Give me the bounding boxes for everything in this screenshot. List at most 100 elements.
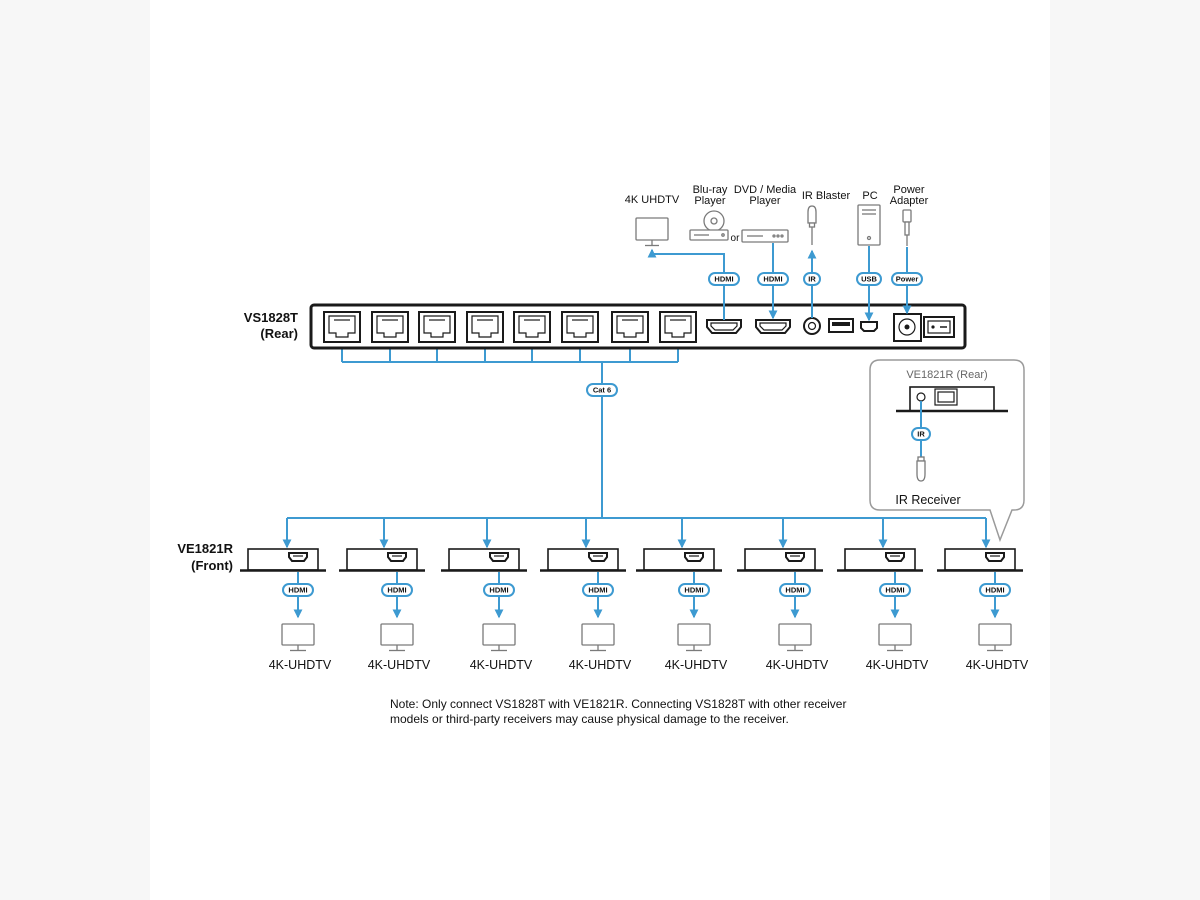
bluray-player-icon <box>689 210 729 241</box>
receiver-6: HDMI 4K-UHDTV <box>737 518 829 672</box>
receiver-2-hdmi-badge: HDMI <box>381 583 413 597</box>
source-devices: 4K UHDTV Blu-ray Player or DVD / Media P… <box>625 184 929 247</box>
ir-badge-label: IR <box>808 275 816 284</box>
note-line-2: models or third-party receivers may caus… <box>390 712 789 726</box>
source-dvd-media-player: DVD / Media Player <box>734 184 797 243</box>
receiver-4-device <box>540 548 626 572</box>
receiver-2: HDMI 4K-UHDTV <box>339 518 431 672</box>
receiver-1: HDMI 4K-UHDTV <box>240 518 332 672</box>
hdmi-out-to-tv-cable <box>647 248 725 273</box>
power-badge: Power <box>891 272 923 286</box>
receiver-5-hdmi-badge: HDMI <box>678 583 710 597</box>
cat6-badge: Cat 6 <box>586 383 618 397</box>
receiver-side-label: (Front) <box>191 558 233 573</box>
ir-receiver-icon <box>916 456 926 482</box>
dvd-label-line2: Player <box>749 195 781 207</box>
receiver-2-tv-icon <box>380 623 414 652</box>
receiver-7-hdmi-badge-label: HDMI <box>885 586 904 595</box>
mini-usb-port <box>860 321 878 332</box>
usb-badge-label: USB <box>861 275 877 284</box>
receiver-3-device <box>441 548 527 572</box>
receiver-8: HDMI 4K-UHDTV <box>937 518 1029 672</box>
or-label: or <box>731 233 741 244</box>
vs1828t-transmitter: VS1828T (Rear) <box>244 303 967 350</box>
note-line-1: Note: Only connect VS1828T with VE1821R.… <box>390 697 846 711</box>
rj45-ports <box>323 311 697 343</box>
receiver-1-display-label: 4K-UHDTV <box>269 658 332 672</box>
receiver-4-tv-icon <box>581 623 615 652</box>
cat6-wiring: Cat 6 <box>287 349 986 519</box>
receiver-3-display-label: 4K-UHDTV <box>470 658 533 672</box>
source-ir-blaster: IR Blaster <box>802 190 850 245</box>
receiver-1-tv-icon <box>281 623 315 652</box>
source-power-adapter: Power Adapter <box>890 184 929 246</box>
receiver-8-hdmi-badge: HDMI <box>979 583 1011 597</box>
receiver-1-hdmi-badge-label: HDMI <box>288 586 307 595</box>
transmitter-model-label: VS1828T <box>244 310 298 325</box>
receiver-6-tv-icon <box>778 623 812 652</box>
ir-badge: IR <box>803 272 821 286</box>
bluray-label-line1: Blu-ray <box>693 184 728 196</box>
receiver-5-hdmi-port <box>684 552 704 562</box>
rj45-port-5 <box>513 311 551 343</box>
receiver-5-device <box>636 548 722 572</box>
receiver-5-hdmi-badge-label: HDMI <box>684 586 703 595</box>
receiver-5-display-label: 4K-UHDTV <box>665 658 728 672</box>
rj45-port-8 <box>659 311 697 343</box>
power-switch <box>923 316 955 338</box>
receiver-8-hdmi-badge-label: HDMI <box>985 586 1004 595</box>
rj45-port-6 <box>561 311 599 343</box>
receiver-3-hdmi-port <box>489 552 509 562</box>
receiver-3-hdmi-badge-label: HDMI <box>489 586 508 595</box>
ve1821r-rear-callout: VE1821R (Rear) IR IR Receiver <box>869 359 1025 543</box>
hdmi-in-badge: HDMI <box>757 272 789 286</box>
rj45-port-3 <box>418 311 456 343</box>
pc-label: PC <box>862 190 877 202</box>
ir-blaster-icon <box>807 205 817 245</box>
usb-badge: USB <box>856 272 882 286</box>
receiver-model-label: VE1821R <box>177 541 233 556</box>
receiver-6-display-label: 4K-UHDTV <box>766 658 829 672</box>
receiver-7-device <box>837 548 923 572</box>
receiver-8-hdmi-port <box>985 552 1005 562</box>
dvd-label-line1: DVD / Media <box>734 184 797 196</box>
transmitter-side-label: (Rear) <box>260 326 298 341</box>
receiver-2-display-label: 4K-UHDTV <box>368 658 431 672</box>
receiver-1-device <box>240 548 326 572</box>
rj45-port-4 <box>466 311 504 343</box>
receiver-1-hdmi-port <box>288 552 308 562</box>
receiver-6-hdmi-badge: HDMI <box>779 583 811 597</box>
receiver-4-hdmi-badge-label: HDMI <box>588 586 607 595</box>
dvd-player-icon <box>741 229 789 243</box>
cat6-badge-label: Cat 6 <box>593 386 611 395</box>
receiver-4-hdmi-badge: HDMI <box>582 583 614 597</box>
power-adapter-label-line1: Power <box>893 184 925 196</box>
source-wiring <box>647 243 912 322</box>
receiver-3-hdmi-badge: HDMI <box>483 583 515 597</box>
pc-tower-icon <box>857 204 881 246</box>
hdmi-out-badge-label: HDMI <box>714 275 733 284</box>
receiver-row: HDMI 4K-UHDTV HDMI 4K-UHDTV HDMI 4K-UHDTV HDMI… <box>240 518 1029 672</box>
receiver-5: HDMI 4K-UHDTV <box>636 518 728 672</box>
receiver-2-hdmi-port <box>387 552 407 562</box>
power-badge-label: Power <box>896 275 919 284</box>
receiver-6-hdmi-port <box>785 552 805 562</box>
receiver-6-device <box>737 548 823 572</box>
usb-a-port <box>828 318 854 333</box>
ir-jack-port <box>803 317 821 335</box>
receiver-3-tv-icon <box>482 623 516 652</box>
top-badges: HDMI HDMI IR USB Power <box>708 272 923 286</box>
receiver-8-tv-icon <box>978 623 1012 652</box>
receiver-8-display-label: 4K-UHDTV <box>966 658 1029 672</box>
callout-rj45-port <box>934 388 958 406</box>
receiver-7-tv-icon <box>878 623 912 652</box>
hdmi-in-port <box>755 319 791 334</box>
ir-receiver-label: IR Receiver <box>895 493 960 507</box>
receiver-7: HDMI 4K-UHDTV <box>837 518 929 672</box>
receiver-7-display-label: 4K-UHDTV <box>866 658 929 672</box>
receiver-6-hdmi-badge-label: HDMI <box>785 586 804 595</box>
receiver-5-tv-icon <box>677 623 711 652</box>
rj45-port-7 <box>611 311 649 343</box>
